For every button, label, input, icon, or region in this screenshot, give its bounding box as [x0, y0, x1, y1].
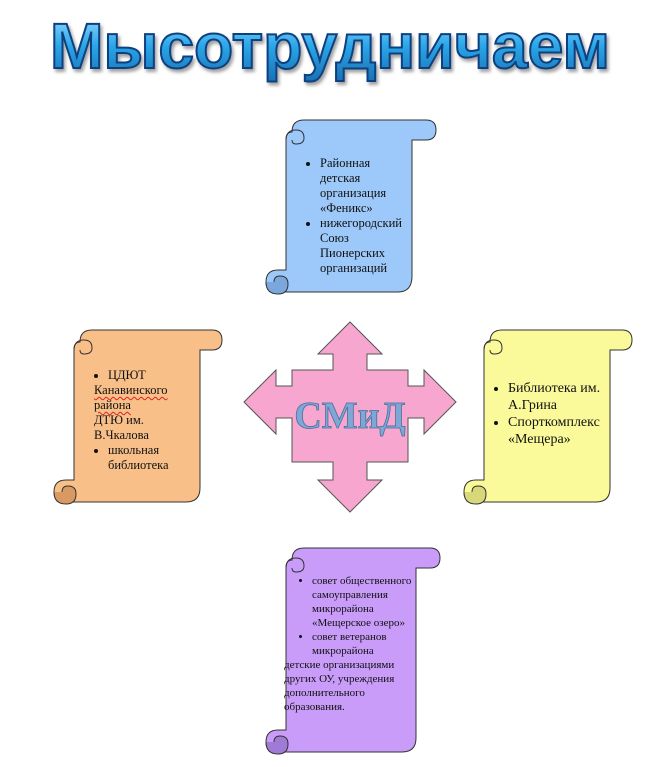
title-text: Мысотрудничаем	[50, 10, 610, 82]
list-item: совет ветеранов микрорайона	[312, 630, 412, 658]
scroll-top: Районная детская организация «Феникс» ни…	[262, 118, 438, 296]
list-item-line: Канавинского района	[94, 383, 168, 412]
list-item: Библиотека им. А.Грина	[508, 380, 604, 414]
list-item: Спорткомплекс «Мещера»	[508, 414, 604, 448]
scroll-right-text: Библиотека им. А.Грина Спорткомплекс «Ме…	[494, 380, 604, 448]
scroll-right: Библиотека им. А.Грина Спорткомплекс «Ме…	[460, 328, 636, 506]
list-item: ЦДЮТ	[108, 368, 194, 383]
center-arrow-shape: СМиД	[240, 320, 460, 515]
list-item: Районная детская организация «Феникс»	[320, 156, 406, 216]
scroll-bottom: совет общественного самоуправления микро…	[262, 546, 444, 756]
scroll-bottom-text: совет общественного самоуправления микро…	[284, 574, 412, 714]
list-item: нижегородский Союз Пионерских организаци…	[320, 216, 406, 276]
scroll-left: ЦДЮТ Канавинского района ДТЮ им. В.Чкало…	[50, 328, 226, 506]
scroll-left-text: ЦДЮТ Канавинского района ДТЮ им. В.Чкало…	[94, 368, 194, 473]
list-item-line: ЦДЮТ	[108, 368, 146, 382]
list-tail-text: детские организациями других ОУ, учрежде…	[284, 659, 395, 713]
list-item: совет общественного самоуправления микро…	[312, 574, 412, 630]
list-item: школьная библиотека	[108, 443, 194, 473]
scroll-top-text: Районная детская организация «Феникс» ни…	[306, 156, 406, 276]
list-item-line: ДТЮ им. В.Чкалова	[94, 413, 149, 442]
page-title: Мысотрудничаем	[0, 0, 660, 90]
center-label: СМиД	[294, 395, 405, 437]
